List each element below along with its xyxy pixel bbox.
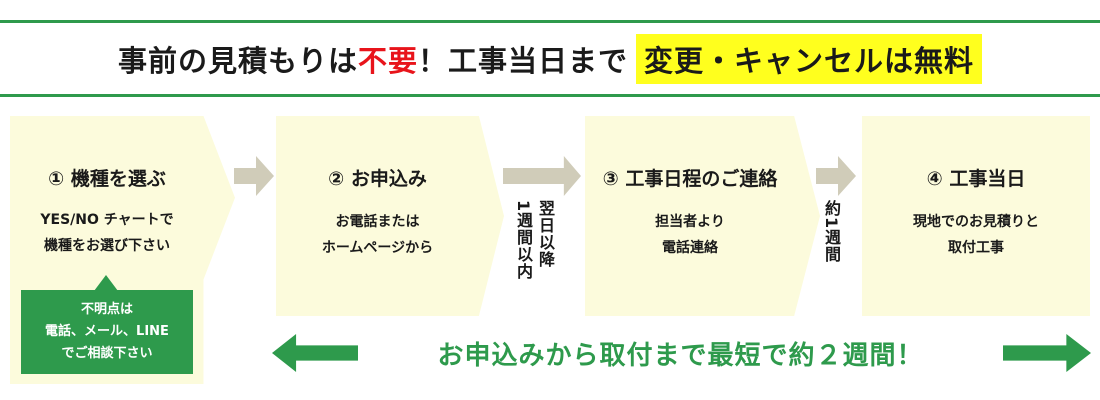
- headline: 事前の見積もりは 不要 ！工事当日まで 変更・キャンセルは無料: [0, 34, 1100, 84]
- step-desc-line: 取付工事: [948, 240, 1004, 256]
- contact-line: 電話、メール、LINE: [45, 324, 169, 339]
- step-desc-line: 現地でのお見積りと: [913, 214, 1039, 230]
- interval-line: 1週間以内: [514, 200, 533, 281]
- arrow-right-icon: [1003, 334, 1091, 372]
- step-desc-line: ホームページから: [321, 240, 434, 256]
- step-desc-line: 機種をお選び下さい: [44, 238, 170, 254]
- flow-arrow-icon: [234, 156, 274, 196]
- step-desc-line: お電話または: [335, 214, 420, 230]
- step-title: ② お申込み: [328, 168, 427, 190]
- contact-callout: 不明点は 電話、メール、LINE でご相談下さい: [21, 290, 193, 374]
- step-title: ① 機種を選ぶ: [48, 168, 166, 190]
- step-desc-line: YES/NO チャートで: [40, 212, 174, 228]
- contact-line: でご相談下さい: [61, 346, 153, 361]
- step-installation-day: ④ 工事当日 現地でのお見積りと 取付工事: [862, 116, 1090, 316]
- interval-label: 約1週間: [820, 200, 842, 263]
- step-desc: 現地でのお見積りと 取付工事: [862, 209, 1090, 261]
- step-title: ③ 工事日程のご連絡: [602, 168, 778, 190]
- step-desc-line: 担当者より: [655, 214, 725, 230]
- interval-label: 翌日以降 1週間以内: [512, 200, 556, 280]
- step-desc: お電話または ホームページから: [276, 209, 479, 261]
- interval-line: 翌日以降: [536, 200, 555, 268]
- arrow-left-icon: [272, 334, 358, 372]
- step-schedule-contact: ③ 工事日程のご連絡 担当者より 電話連絡: [585, 116, 820, 316]
- headline-red-text: 不要: [357, 44, 418, 78]
- step-desc-line: 電話連絡: [662, 240, 718, 256]
- interval-line: 約1週間: [822, 200, 841, 264]
- bottom-rule: [0, 94, 1100, 97]
- headline-highlight: 変更・キャンセルは無料: [636, 34, 983, 84]
- callout-tail: [94, 275, 118, 291]
- headline-part2: ！工事当日まで: [418, 44, 629, 78]
- step-title: ④ 工事当日: [926, 168, 1026, 190]
- contact-line: 不明点は: [80, 302, 133, 317]
- flow-arrow-icon: [816, 156, 856, 196]
- step-apply: ② お申込み お電話または ホームページから: [276, 116, 504, 316]
- step-desc: YES/NO チャートで 機種をお選び下さい: [10, 207, 204, 259]
- step-desc: 担当者より 電話連絡: [585, 209, 795, 261]
- headline-part1: 事前の見積もりは: [117, 44, 358, 78]
- flow-arrow-icon: [503, 156, 581, 196]
- duration-banner: お申込みから取付まで最短で約２週間！: [437, 340, 924, 371]
- top-rule: [0, 20, 1100, 23]
